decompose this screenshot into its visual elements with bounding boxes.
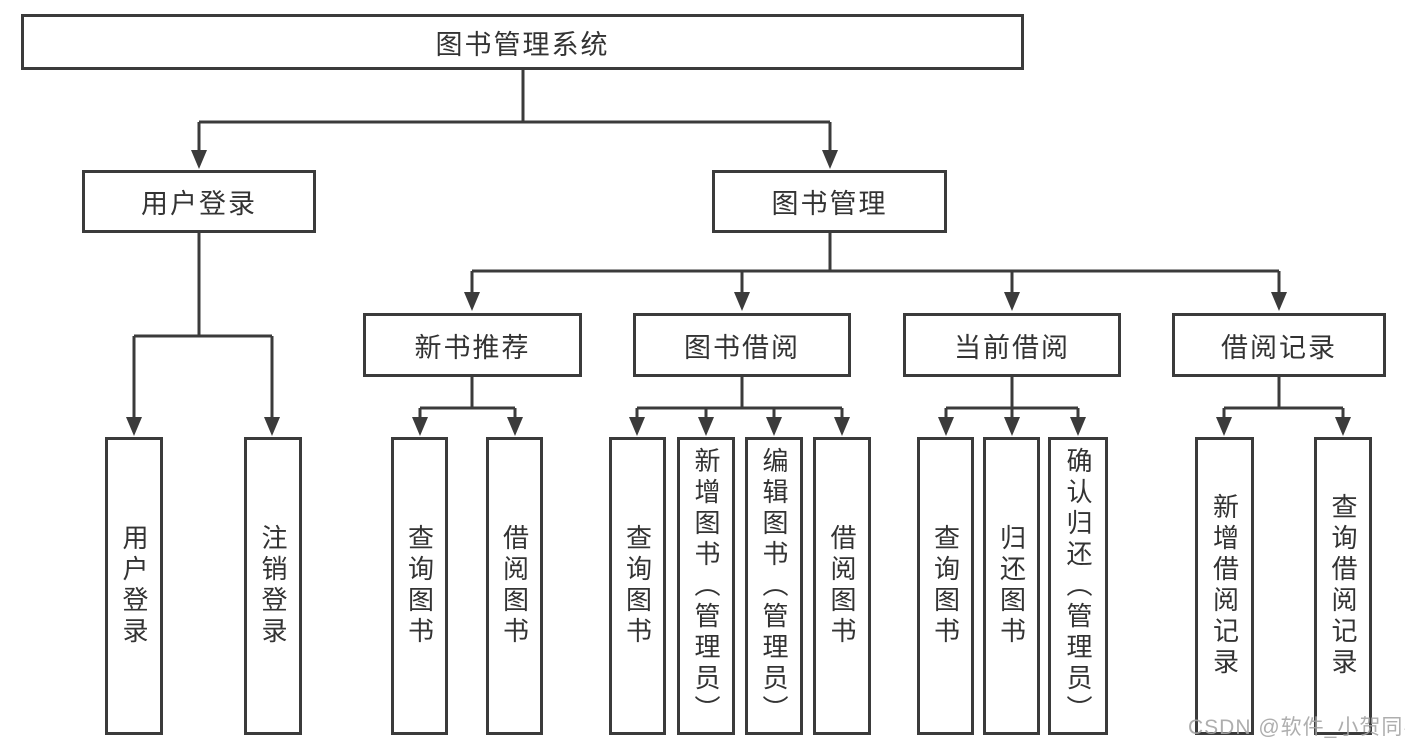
node-label: 用户登录	[141, 189, 257, 219]
node-root-library-management-system: 图书管理系统	[21, 14, 1024, 70]
leaf-label: 借阅图书	[499, 524, 530, 648]
node-borrowing-records: 借阅记录	[1172, 313, 1386, 377]
leaf-label: 注销登录	[258, 524, 288, 648]
node-label: 借阅记录	[1221, 332, 1337, 363]
node-current-borrowing: 当前借阅	[903, 313, 1121, 377]
leaf-label: 归还图书	[996, 524, 1027, 648]
leaf-label: 用户登录	[119, 524, 149, 648]
leaf-borrow-books: 借阅图书	[813, 437, 871, 735]
leaf-return-books: 归还图书	[983, 437, 1040, 735]
leaf-add-books-admin: 新增图书（管理员）	[677, 437, 735, 735]
node-label: 新书推荐	[414, 332, 531, 363]
node-user-login: 用户登录	[82, 170, 316, 233]
leaf-label: 新增图书（管理员）	[691, 446, 721, 726]
leaf-label: 编辑图书（管理员）	[759, 446, 789, 726]
leaf-label: 查询图书	[404, 524, 435, 648]
node-label: 图书管理	[771, 189, 888, 219]
node-new-book-recommendation: 新书推荐	[363, 313, 582, 377]
leaf-label: 查询借阅记录	[1328, 493, 1358, 679]
node-label: 图书管理系统	[435, 29, 610, 60]
node-book-borrowing: 图书借阅	[633, 313, 851, 377]
leaf-edit-books-admin: 编辑图书（管理员）	[745, 437, 803, 735]
leaf-label: 查询图书	[622, 524, 653, 648]
leaf-logout: 注销登录	[244, 437, 302, 735]
csdn-watermark: CSDN @软件_小贺同学	[1188, 716, 1405, 739]
leaf-confirm-return-admin: 确认归还（管理员）	[1048, 437, 1108, 735]
node-label: 图书借阅	[684, 332, 800, 363]
leaf-query-borrowing-record: 查询借阅记录	[1314, 437, 1372, 735]
leaf-label: 新增借阅记录	[1209, 493, 1240, 679]
node-label: 当前借阅	[954, 332, 1070, 363]
leaf-label: 借阅图书	[827, 524, 857, 648]
leaf-query-books-borrow: 查询图书	[609, 437, 666, 735]
leaf-add-borrowing-record: 新增借阅记录	[1195, 437, 1254, 735]
leaf-user-login: 用户登录	[105, 437, 163, 735]
node-book-management: 图书管理	[712, 170, 947, 233]
leaf-label: 查询图书	[930, 524, 961, 648]
leaf-borrow-books-recommend: 借阅图书	[486, 437, 543, 735]
leaf-query-books-recommend: 查询图书	[391, 437, 448, 735]
leaf-label: 确认归还（管理员）	[1063, 446, 1093, 726]
leaf-query-books-current: 查询图书	[917, 437, 974, 735]
